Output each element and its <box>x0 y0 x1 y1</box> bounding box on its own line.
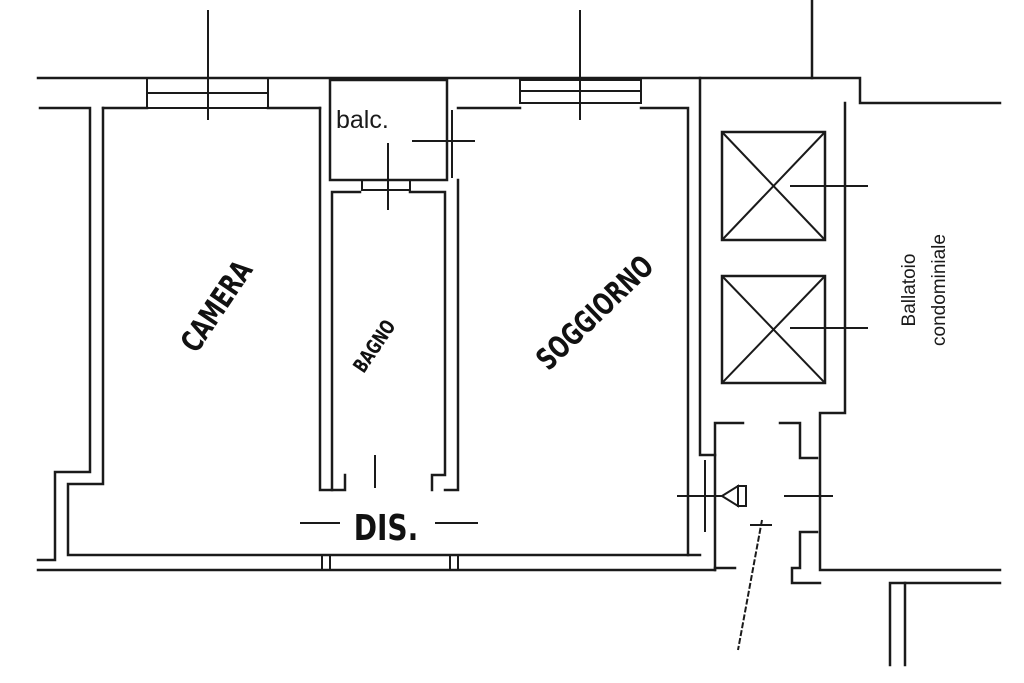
windows <box>146 77 642 109</box>
label-bagno: BAGNO <box>349 316 401 377</box>
label-soggiorno: SOGGIORNO <box>530 249 661 377</box>
walls <box>36 0 1002 667</box>
label-condominiale: condominiale <box>929 234 950 346</box>
elevators <box>720 130 827 385</box>
reference-crosshairs <box>207 10 868 651</box>
label-balc: balc. <box>336 106 389 134</box>
entrance-arrow-icon <box>721 484 739 508</box>
elevator-shaft-2 <box>720 274 827 385</box>
label-dis: DIS. <box>354 507 419 549</box>
label-ballatoio: Ballatoio <box>899 254 920 327</box>
label-camera: CAMERA <box>175 254 261 358</box>
